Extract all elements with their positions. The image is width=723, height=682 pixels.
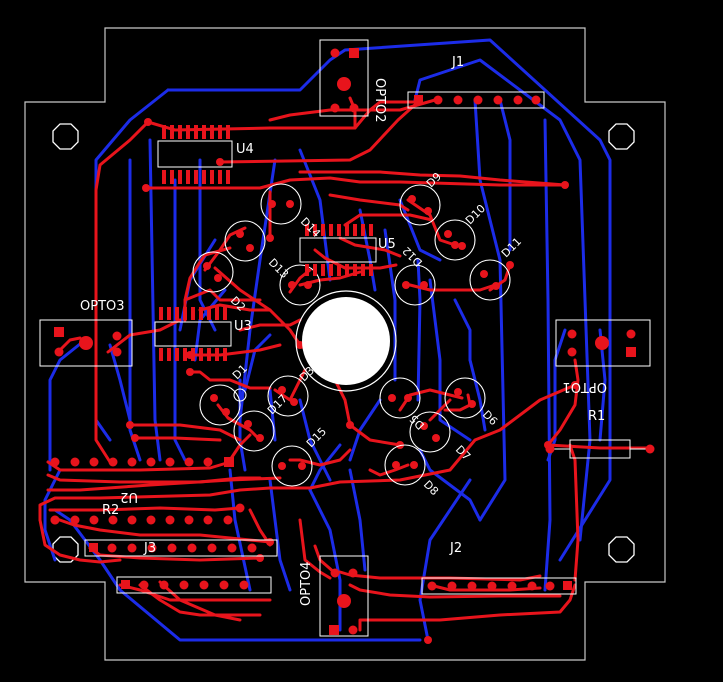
label-u4: U4 (236, 142, 254, 157)
label-d8: D8 (421, 478, 441, 498)
label-d9: D9 (424, 170, 444, 190)
label-opto2: OPTO2 (372, 78, 387, 123)
j1-header (407, 91, 545, 109)
label-d11: D11 (499, 235, 524, 260)
center-disk (295, 290, 397, 392)
opto3-footprint (39, 319, 133, 367)
r1-resistor (545, 439, 655, 459)
label-u5: U5 (378, 237, 396, 252)
led-pads (203, 195, 500, 470)
mounting-hole-top-right (608, 123, 635, 150)
board-outline (24, 27, 666, 661)
header-lower-left (116, 576, 272, 594)
mounting-hole-bottom-left (52, 536, 79, 563)
label-u3: U3 (234, 319, 252, 334)
mounting-holes (52, 123, 635, 563)
u4-ic (157, 125, 233, 184)
label-opto4: OPTO4 (299, 561, 314, 606)
label-r1: R1 (588, 409, 605, 424)
opto4-footprint (319, 555, 369, 637)
j3-header (84, 539, 278, 557)
label-d12: D12 (400, 244, 425, 269)
label-r2: R2 (102, 503, 119, 518)
label-j3: J3 (143, 541, 156, 556)
opto1-footprint (555, 319, 651, 367)
label-j2: J2 (449, 541, 462, 556)
label-j1: J1 (451, 55, 464, 70)
mounting-hole-bottom-right (608, 536, 635, 563)
top-copper-layer (38, 96, 650, 632)
mounting-hole-top-left (52, 123, 79, 150)
j2-header (421, 577, 577, 595)
r2-resistor (50, 503, 245, 525)
label-d13: D13 (266, 256, 291, 281)
led-footprints (192, 183, 511, 487)
u3-ic (154, 307, 232, 361)
label-opto3: OPTO3 (80, 299, 125, 314)
label-d2: D2 (228, 294, 248, 314)
label-opto1: OPTO1 (562, 379, 607, 394)
label-u2: U2 (120, 489, 138, 504)
label-d14: D14 (298, 215, 323, 240)
u5-ic (299, 224, 377, 276)
opto2-footprint (319, 39, 369, 117)
